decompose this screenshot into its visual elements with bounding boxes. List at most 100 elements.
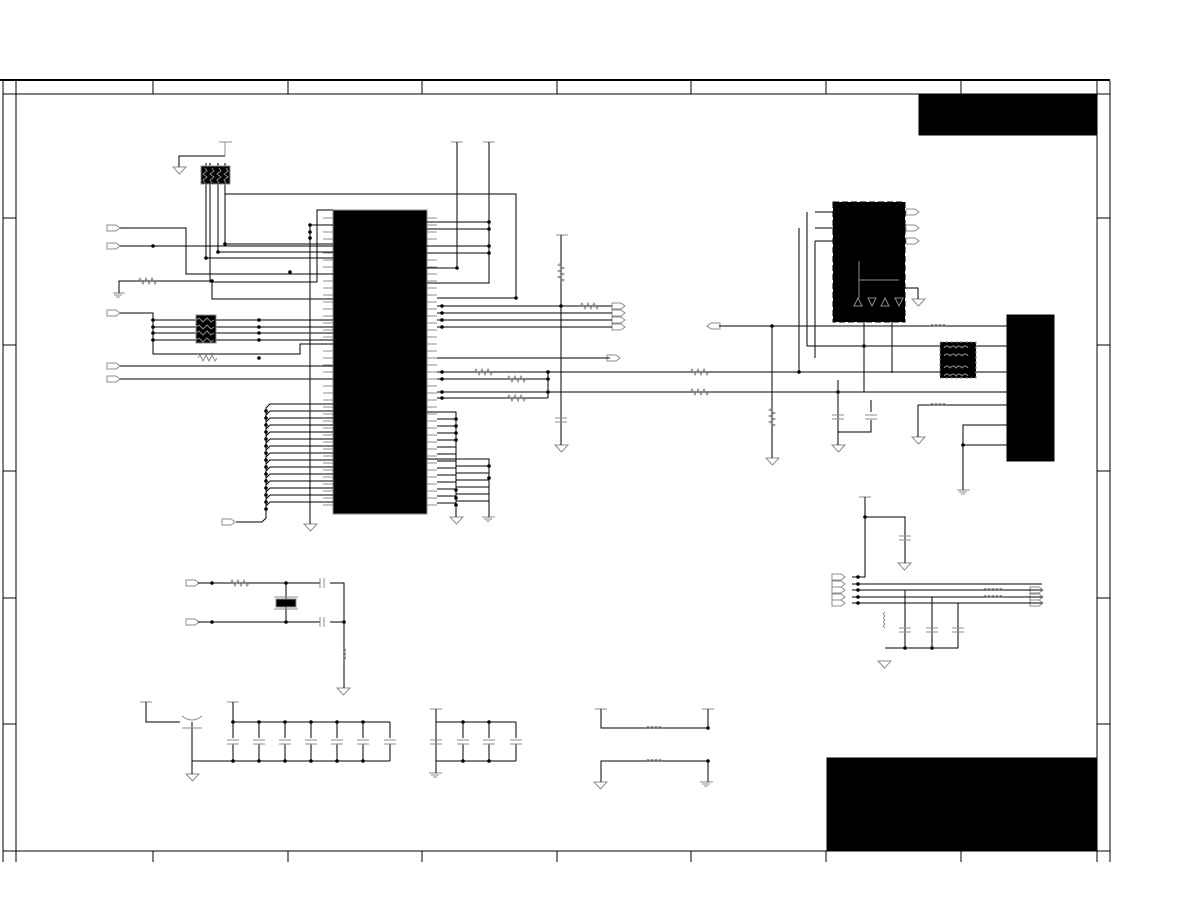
junction-dot [856, 601, 860, 605]
junction-dot [361, 720, 365, 724]
junction-dot [440, 318, 444, 322]
junction-dot [288, 270, 292, 274]
ground-symbols [171, 166, 927, 790]
off-page-connector [606, 354, 621, 362]
junction-dot [903, 646, 907, 650]
junction-dot [890, 318, 894, 322]
main-ic-symbol [323, 209, 437, 515]
capacitors [227, 414, 964, 745]
junction-dot [487, 476, 491, 480]
junction-dot [454, 431, 458, 435]
junction-dot [487, 720, 491, 724]
junction-dot [461, 759, 465, 763]
junction-dot [264, 430, 268, 434]
resistor [689, 387, 710, 397]
junction-dot [514, 296, 518, 300]
junction-dot [308, 223, 312, 227]
junction-dot [863, 515, 867, 519]
off-page-connector [1029, 586, 1044, 594]
resistor [579, 301, 600, 311]
junction-dot [440, 390, 444, 394]
off-page-connector [185, 579, 200, 587]
junction-dot [308, 236, 312, 240]
junction-dot [257, 318, 261, 322]
off-page-connector [1029, 599, 1044, 607]
junction-dot [487, 759, 491, 763]
junction-dot [455, 266, 459, 270]
junction-dot [284, 620, 288, 624]
esd-diode-array [832, 201, 906, 323]
resistor [767, 407, 777, 428]
junction-dot [309, 720, 313, 724]
resistor [197, 353, 218, 363]
bus-wire [265, 494, 333, 500]
junction-dot [856, 575, 860, 579]
title-block [826, 757, 1098, 852]
junction-dot [546, 390, 550, 394]
off-page-connector [905, 237, 920, 245]
resistor [137, 276, 158, 286]
main-ic-right-pins [427, 217, 437, 506]
junction-dot [440, 325, 444, 329]
junction-dot [487, 464, 491, 468]
junction-dot [454, 424, 458, 428]
zone-marks [3, 81, 1110, 862]
network-connector [1006, 314, 1055, 462]
revision-table [918, 94, 1098, 136]
junction-dot [264, 451, 268, 455]
junction-dot [264, 409, 268, 413]
junction-dot [308, 230, 312, 234]
off-page-connector [831, 580, 846, 588]
junction-dot [151, 244, 155, 248]
junction-dot [856, 582, 860, 586]
resistor [473, 367, 494, 377]
off-page-connector [611, 316, 626, 324]
bus-wire [265, 410, 333, 416]
junction-dot [151, 325, 155, 329]
junction-dot [454, 438, 458, 442]
off-page-connector [831, 593, 846, 601]
bus-wire [265, 466, 333, 472]
bus-wire [265, 459, 333, 465]
crystal-oscillator [274, 596, 298, 610]
junction-dot [706, 726, 710, 730]
junction-dot [264, 493, 268, 497]
junction-dot [284, 581, 288, 585]
junction-dot [961, 443, 965, 447]
junction-dot [257, 331, 261, 335]
junction-dot [361, 759, 365, 763]
resistor [506, 374, 527, 384]
junction-dot [223, 242, 227, 246]
junction-dot [264, 465, 268, 469]
junction-dot [264, 479, 268, 483]
junction-dot [454, 488, 458, 492]
bus-wire [265, 431, 333, 437]
common-mode-chokes [939, 341, 977, 379]
bus-wire [265, 445, 333, 451]
junction-dot [151, 331, 155, 335]
junction-dot [257, 720, 261, 724]
junction-dot [487, 251, 491, 255]
junction-dot [836, 390, 840, 394]
junction-dot [454, 503, 458, 507]
junction-dot [862, 344, 866, 348]
junction-dot [440, 311, 444, 315]
resistor-network-left [195, 314, 217, 344]
junction-dot [264, 500, 268, 504]
junction-dot [204, 256, 208, 260]
off-page-connector [106, 362, 121, 370]
off-page-connector [905, 208, 920, 216]
junction-dot [231, 759, 235, 763]
junction-dot [487, 244, 491, 248]
power-rail-symbols [140, 141, 871, 710]
junction-dot [440, 377, 444, 381]
junction-dot [264, 437, 268, 441]
off-page-connector [221, 518, 236, 526]
junction-dot [440, 370, 444, 374]
resistor [229, 578, 250, 588]
junction-dot [546, 377, 550, 381]
junction-dot [264, 423, 268, 427]
off-page-connector [611, 309, 626, 317]
junction-dot [283, 720, 287, 724]
bus-wire [265, 501, 333, 507]
